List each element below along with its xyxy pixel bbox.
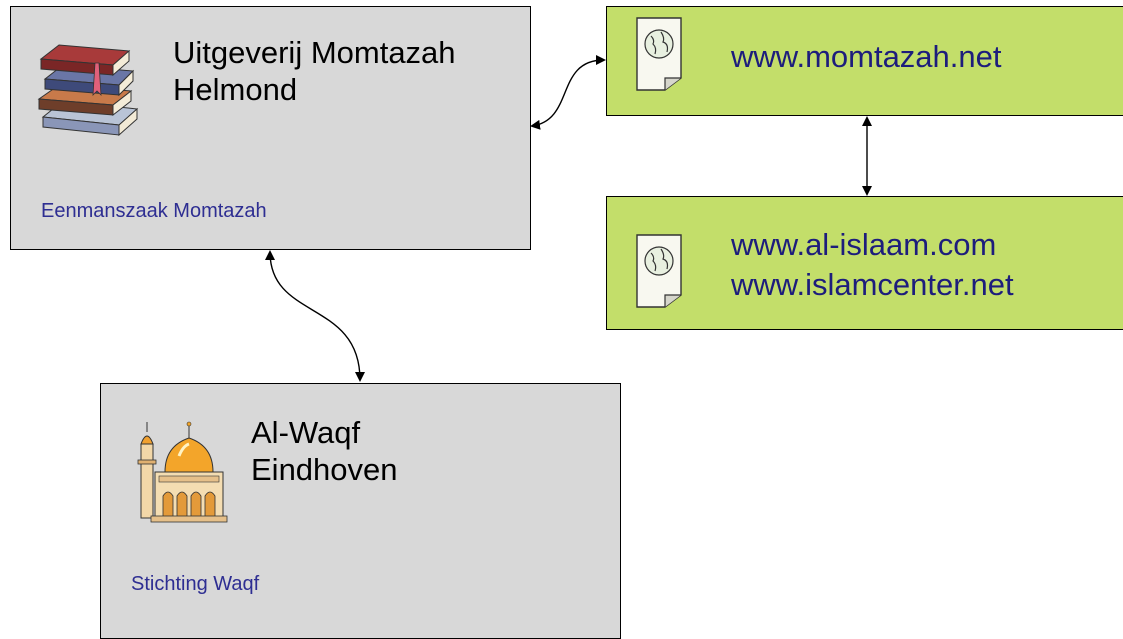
organization-name: Uitgeverij Momtazah [173, 35, 456, 70]
website-url[interactable]: www.al-islaam.com [731, 227, 997, 262]
organization-subtitle: Eenmanszaak Momtazah [41, 200, 267, 222]
organization-name: Al-Waqf [251, 415, 361, 450]
node-uitgeverij-momtazah: Uitgeverij Momtazah Helmond Eenmanszaak … [10, 6, 531, 250]
organization-subtitle: Stichting Waqf [131, 573, 260, 595]
website-url[interactable]: www.momtazah.net [731, 39, 1002, 74]
web-page-icon [636, 17, 682, 91]
node-title: Uitgeverij Momtazah Helmond [173, 34, 456, 108]
website-url-list: www.al-islaam.com www.islamcenter.net [731, 225, 1014, 305]
node-website-al-islaam: www.al-islaam.com www.islamcenter.net [606, 196, 1123, 330]
web-page-icon [636, 234, 682, 308]
books-icon [37, 44, 139, 137]
connector-momtazah-to-website [530, 55, 606, 130]
node-title: Al-Waqf Eindhoven [251, 414, 398, 488]
node-website-momtazah: www.momtazah.net [606, 6, 1123, 116]
connector-momtazah-to-alwaqf [265, 250, 365, 382]
website-url[interactable]: www.islamcenter.net [731, 267, 1014, 302]
organization-city: Helmond [173, 72, 298, 107]
mosque-icon [137, 421, 228, 523]
organization-city: Eindhoven [251, 452, 398, 487]
node-al-waqf: Al-Waqf Eindhoven Stichting Waqf [100, 383, 621, 639]
